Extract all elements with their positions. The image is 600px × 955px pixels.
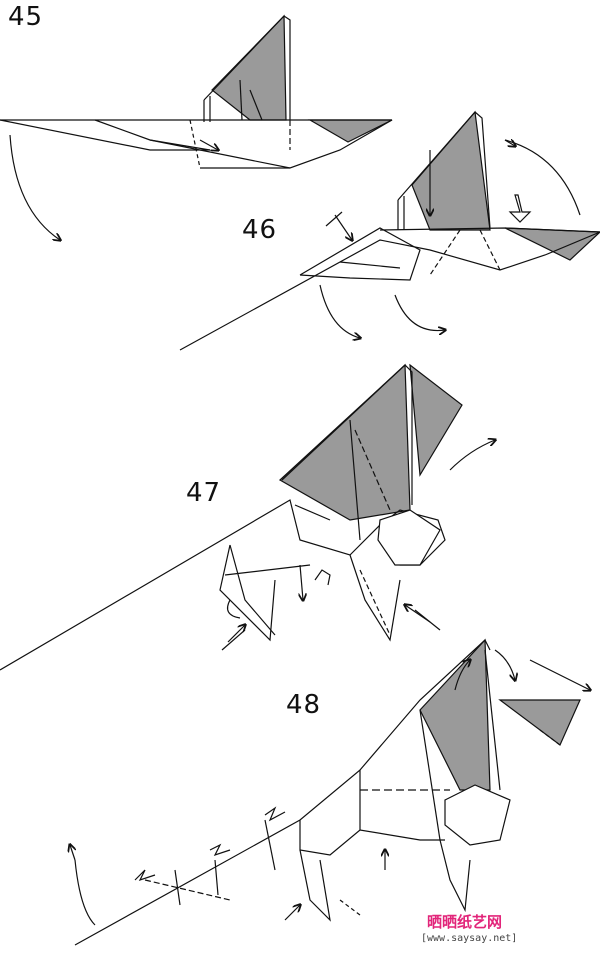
step-number-48: 48 xyxy=(286,690,322,720)
step-45-tail-flap xyxy=(307,119,393,143)
step-46-right-flap xyxy=(504,227,600,261)
step-number-45: 45 xyxy=(8,2,44,32)
step-45-figure xyxy=(0,14,393,240)
step-47-shaded-ear xyxy=(409,363,463,477)
step-48-shaded-head xyxy=(419,638,491,791)
step-48-figure xyxy=(70,638,590,945)
step-47-shaded-head xyxy=(278,363,411,521)
step-48-shaded-ear xyxy=(498,699,581,746)
step-47-figure xyxy=(0,363,495,670)
watermark-brand: 晒晒纸艺网 xyxy=(427,913,503,931)
step-number-47: 47 xyxy=(186,478,222,508)
step-46-figure xyxy=(180,110,600,350)
step-45-shaded-flap xyxy=(211,14,287,121)
step-number-46: 46 xyxy=(242,215,278,245)
watermark-url: [www.saysay.net] xyxy=(421,933,518,944)
